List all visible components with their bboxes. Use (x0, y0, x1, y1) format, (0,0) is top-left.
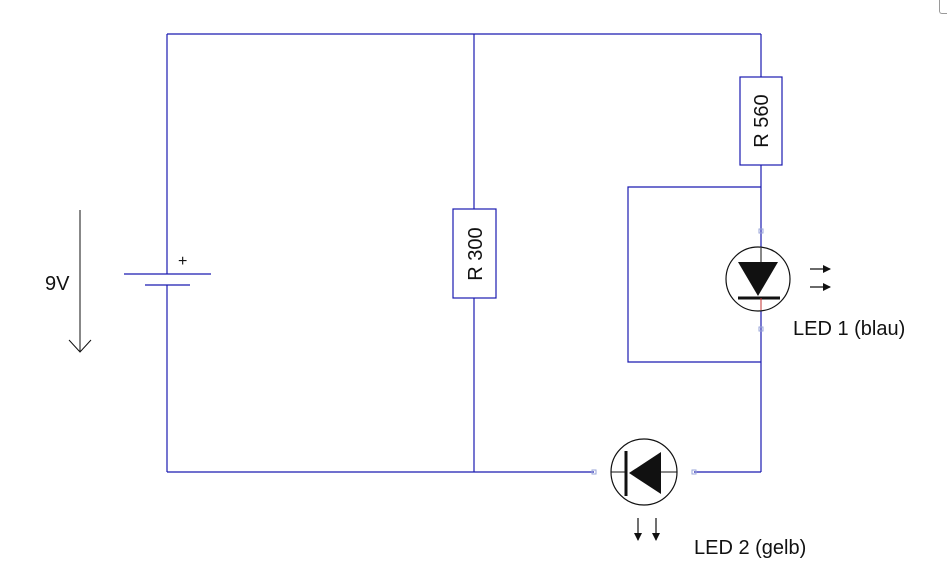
led-1-label: LED 1 (blau) (793, 318, 905, 340)
led-2-label: LED 2 (gelb) (694, 537, 806, 559)
led-1-pin-bottom (758, 326, 764, 332)
led-1-pin-top (758, 228, 764, 234)
resistor-r300: R 300 (452, 208, 497, 299)
led-2-pin-right (691, 469, 697, 475)
voltage-label: 9V (45, 273, 70, 295)
battery: + (124, 253, 211, 286)
voltage-arrow-head (68, 339, 92, 353)
led-2-pin-left (591, 469, 597, 475)
resistor-r300-label: R 300 (465, 227, 487, 280)
voltage-arrow: 9V (45, 210, 92, 353)
led-2-triangle (629, 452, 661, 494)
wire-led1-bypass-loop (627, 186, 761, 363)
resistor-r560-body (739, 76, 783, 166)
led-1: LED 1 (blau) (725, 228, 905, 340)
wires (166, 33, 762, 473)
led-2: LED 2 (gelb) (591, 438, 806, 559)
resistor-r560-label: R 560 (751, 94, 773, 147)
resistor-r560: R 560 (739, 76, 783, 166)
battery-plus-sign: + (178, 253, 187, 270)
resistor-r300-body (452, 208, 497, 299)
led-1-triangle (738, 262, 778, 296)
window-corner-edge (939, 0, 947, 14)
